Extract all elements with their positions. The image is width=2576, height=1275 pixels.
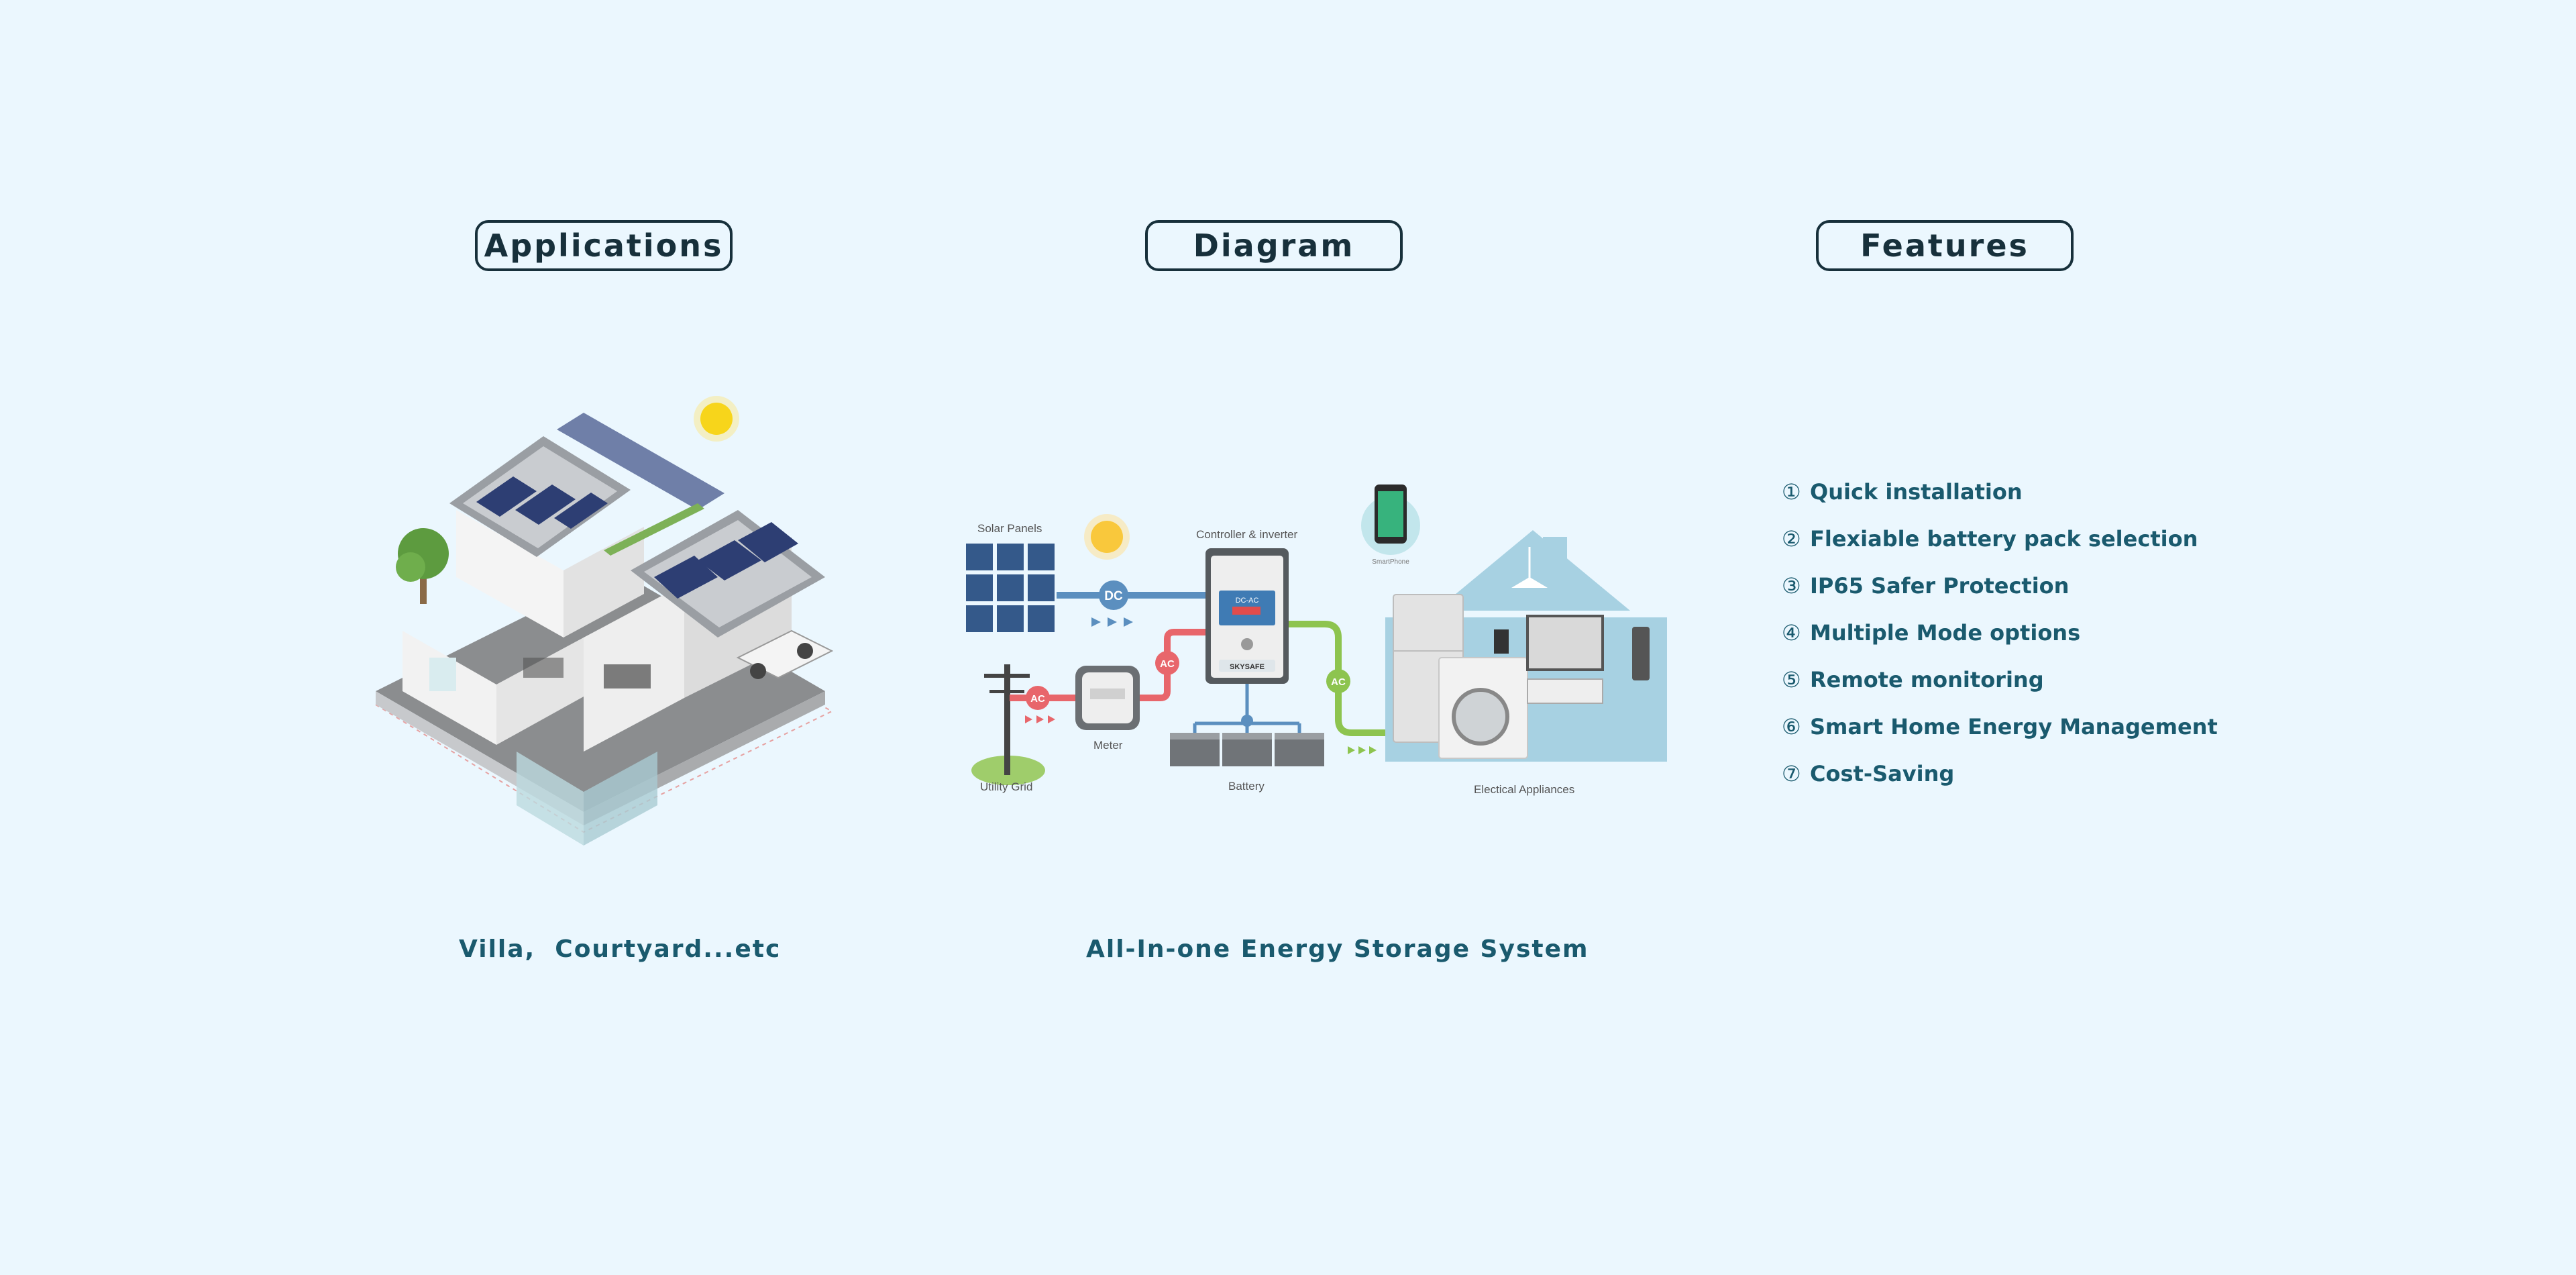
solar-panel-array	[966, 544, 1055, 632]
svg-text:DC: DC	[1104, 589, 1123, 603]
smartphone-icon: SmartPhone	[1361, 484, 1420, 566]
svg-text:AC: AC	[1160, 658, 1175, 670]
features-heading: Features	[1816, 220, 2074, 271]
svg-text:SKYSAFE: SKYSAFE	[1230, 663, 1265, 671]
battery-label: Battery	[1228, 780, 1265, 793]
applications-caption: Villa, Courtyard...etc	[459, 935, 782, 963]
svg-text:DC-AC: DC-AC	[1236, 597, 1259, 605]
car-icon	[736, 629, 834, 679]
appliances-label: Electical Appliances	[1474, 783, 1574, 796]
ac-flow-arrows	[1025, 715, 1055, 723]
load-flow-arrows	[1348, 746, 1377, 754]
appliances-icon	[1393, 594, 1650, 759]
svg-text:AC: AC	[1331, 676, 1346, 688]
diagram-heading: Diagram	[1145, 220, 1403, 271]
utility-pole-icon	[971, 664, 1045, 785]
solar-panels-label: Solar Panels	[977, 522, 1042, 535]
ac-badge-load: AC	[1326, 669, 1350, 693]
sun-icon	[1084, 514, 1130, 560]
applications-heading: Applications	[475, 220, 733, 271]
inverter-unit: DC-AC SKYSAFE	[1205, 548, 1289, 684]
utility-grid-label: Utility Grid	[980, 780, 1032, 793]
diagram-caption: All-In-one Energy Storage System	[1086, 935, 1589, 963]
sun-icon	[694, 396, 739, 442]
dc-flow-arrows	[1091, 617, 1133, 627]
meter-icon	[1075, 666, 1140, 730]
ac-badge-grid: AC	[1026, 686, 1050, 710]
dc-badge: DC	[1099, 580, 1128, 610]
energy-system-diagram: Solar Panels DC Controller & inverter DC…	[966, 484, 1667, 796]
smartphone-label: SmartPhone	[1372, 558, 1409, 566]
ac-badge-meter: AC	[1155, 651, 1179, 675]
tree-icon	[396, 528, 449, 604]
villa-illustration	[374, 396, 834, 846]
battery-connections	[1193, 684, 1301, 733]
controller-label: Controller & inverter	[1196, 528, 1298, 541]
battery-pack-icon	[1170, 733, 1324, 766]
svg-text:AC: AC	[1030, 693, 1045, 705]
meter-label: Meter	[1093, 739, 1123, 752]
